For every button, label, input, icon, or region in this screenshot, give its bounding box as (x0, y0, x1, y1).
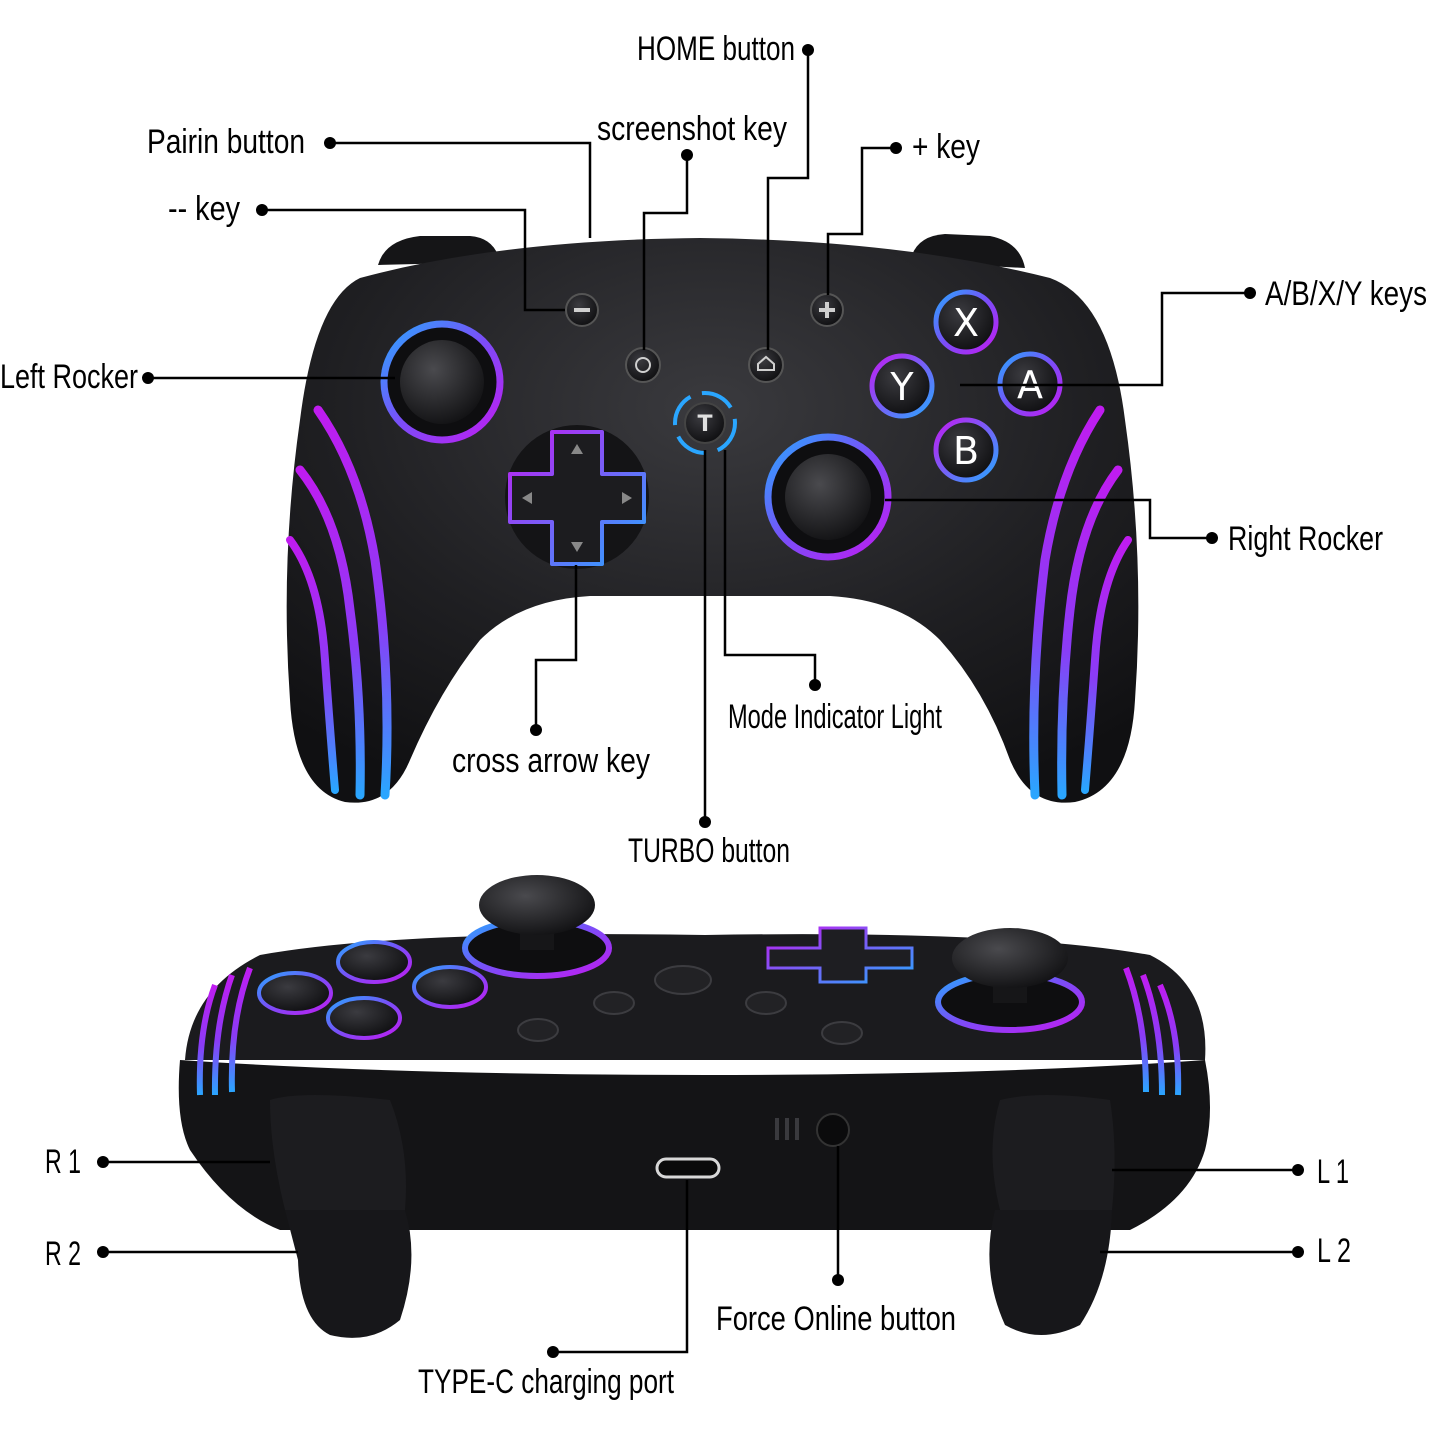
plus-button[interactable] (810, 293, 844, 327)
home-button[interactable] (748, 347, 784, 383)
callout-dots (97, 44, 1304, 1358)
dpad-right-arrow-icon (622, 492, 632, 504)
label-r1: R 1 (45, 1143, 81, 1181)
controller-front-view: T X Y A B (286, 234, 1139, 803)
dpad-down-arrow-icon (571, 542, 583, 552)
rear-face-buttons (257, 940, 488, 1040)
left-led-stripes (286, 405, 392, 800)
label-cross-arrow-key: cross arrow key (452, 742, 650, 780)
controller-rear-view (178, 875, 1210, 1338)
label-force-online-button: Force Online button (716, 1300, 956, 1338)
y-button-letter: Y (889, 365, 914, 409)
label-right-rocker: Right Rocker (1228, 520, 1383, 558)
label-turbo-button: TURBO button (628, 832, 790, 870)
x-button-letter: X (953, 301, 979, 345)
label-minus-key: -- key (168, 190, 240, 228)
typec-charging-port[interactable] (655, 1157, 721, 1179)
rear-left-led-stripes (196, 966, 253, 1096)
dpad-up-arrow-icon (571, 444, 583, 454)
cross-arrow-key[interactable] (505, 425, 649, 569)
screenshot-button[interactable] (625, 347, 661, 383)
b-button[interactable]: B (933, 417, 999, 483)
rear-dpad (766, 926, 914, 984)
label-home-button: HOME button (637, 30, 795, 68)
label-pairin-button: Pairin button (147, 123, 305, 161)
label-r2: R 2 (45, 1235, 81, 1273)
b-button-letter: B (953, 429, 979, 473)
label-mode-indicator-light: Mode Indicator Light (728, 698, 942, 736)
right-led-stripes (1029, 405, 1132, 800)
label-left-rocker: Left Rocker (0, 358, 138, 396)
label-typec-port: TYPE-C charging port (418, 1363, 674, 1401)
rear-top-surface (185, 934, 1206, 1060)
dpad-left-arrow-icon (522, 492, 532, 504)
left-rocker[interactable] (380, 320, 504, 444)
rear-left-stick (462, 875, 612, 979)
y-button[interactable]: Y (869, 353, 935, 419)
turbo-button-letter: T (697, 412, 712, 437)
minus-icon (574, 308, 590, 312)
callout-labels: HOME button Pairin button screenshot key… (0, 30, 1427, 1401)
screenshot-icon (635, 357, 651, 373)
minus-button[interactable] (565, 293, 599, 327)
force-online-button[interactable] (775, 1113, 850, 1147)
rear-right-stick (935, 928, 1085, 1033)
label-l2: L 2 (1317, 1232, 1351, 1270)
rear-small-buttons (517, 965, 863, 1045)
home-icon (757, 355, 775, 371)
controller-body (286, 238, 1139, 803)
right-rocker[interactable] (764, 433, 892, 561)
plus-icon (825, 302, 829, 318)
callout-lines (103, 50, 1298, 1354)
turbo-button[interactable]: T (673, 391, 737, 455)
label-plus-key: + key (912, 128, 980, 166)
x-button[interactable]: X (933, 289, 999, 355)
l1-l2-triggers (989, 1095, 1115, 1335)
label-l1: L 1 (1317, 1153, 1349, 1191)
rear-body (178, 1060, 1210, 1230)
r1-r2-triggers (270, 1095, 412, 1338)
rear-right-led-stripes (1123, 966, 1182, 1096)
label-abxy-keys: A/B/X/Y keys (1265, 275, 1427, 313)
label-screenshot-key: screenshot key (597, 110, 787, 148)
